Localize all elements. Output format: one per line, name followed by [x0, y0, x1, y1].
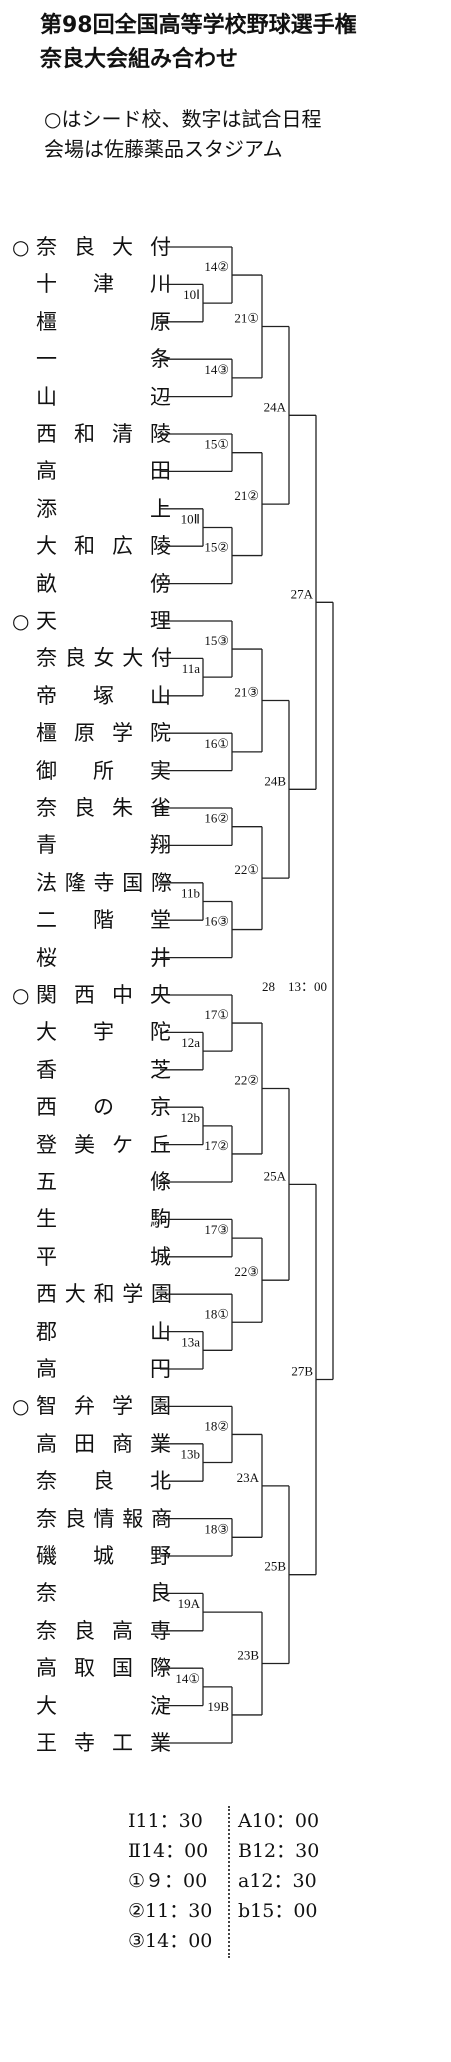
game-label: 27B: [291, 1364, 313, 1379]
team-name: 磯城野: [36, 1544, 171, 1568]
team-row: 十津川: [12, 269, 172, 299]
team-row: 法隆寺国際: [12, 868, 172, 898]
seed-mark: ○: [12, 983, 30, 1007]
game-label: 15②: [204, 540, 229, 555]
game-label: 10Ⅰ: [183, 287, 200, 302]
team-row: ○天理: [12, 606, 172, 636]
team-name: 帝塚山: [36, 683, 171, 708]
game-label: 16③: [204, 914, 229, 929]
game-label: 24A: [264, 399, 287, 414]
game-label: 15③: [204, 633, 229, 648]
team-name: 青翔: [36, 833, 171, 858]
game-label: 11a: [182, 661, 201, 676]
page-title-line2: 奈良大会組み合わせ: [40, 47, 239, 72]
game-label: 18②: [204, 1418, 229, 1433]
team-name: 奈良朱雀: [36, 796, 171, 820]
team-row: 磯城野: [12, 1541, 172, 1571]
legend-item: B12：30: [238, 1840, 320, 1862]
game-label: 17②: [204, 1138, 229, 1153]
legend-item: a12：30: [238, 1870, 317, 1892]
game-label: 11b: [181, 886, 200, 901]
game-label: 14①: [175, 1671, 200, 1686]
legend-divider: [228, 1806, 230, 1958]
team-row: ○奈良大付: [12, 232, 172, 262]
team-row: 西の京: [12, 1092, 172, 1122]
game-label: 24B: [264, 773, 286, 788]
game-label: 19B: [207, 1699, 229, 1714]
team-name: 西の京: [36, 1095, 171, 1120]
game-label: 22①: [234, 862, 259, 877]
game-label: 21③: [234, 684, 259, 699]
game-label: 21②: [234, 488, 259, 503]
team-name: 天理: [36, 609, 171, 633]
page-title-line1: 第98回全国高等学校野球選手権: [40, 13, 357, 38]
team-row: 帝塚山: [12, 681, 172, 711]
team-row: 奈良朱雀: [12, 793, 172, 823]
game-label: 10Ⅱ: [181, 512, 200, 527]
game-label: 27A: [291, 586, 314, 601]
team-row: 西大和学園: [12, 1279, 172, 1309]
seed-mark: ○: [12, 609, 30, 633]
game-label: 14③: [204, 362, 229, 377]
team-name: 大宇陀: [36, 1020, 171, 1045]
seed-mark: ○: [12, 1394, 30, 1419]
game-label: 21①: [234, 310, 259, 325]
game-label: 22②: [234, 1073, 259, 1088]
team-row: 二階堂: [12, 905, 172, 935]
team-name: 奈良女大付: [36, 646, 172, 671]
team-row: ○関西中央: [12, 980, 172, 1010]
game-label: 16②: [204, 811, 229, 826]
legend-item: ②11：30: [128, 1900, 213, 1922]
game-label: 15①: [204, 437, 229, 452]
team-name: 高取国際: [36, 1656, 171, 1681]
legend-item: Ⅱ14：00: [128, 1840, 209, 1862]
game-label: 14②: [204, 259, 229, 274]
note-line1: ○はシード校、数字は試合日程: [44, 107, 322, 131]
game-label: 22③: [234, 1264, 259, 1279]
team-row: 奈良北: [12, 1466, 172, 1496]
game-label: 25A: [264, 1168, 287, 1183]
team-name: 西和清陵: [36, 422, 171, 446]
final-label: 28 13：00: [262, 979, 327, 994]
legend-item: ①９：00: [128, 1870, 208, 1892]
legend-item: b15：00: [238, 1900, 318, 1922]
game-label: 13b: [181, 1447, 201, 1462]
team-name: 十津川: [36, 272, 171, 297]
team-name: 橿原学院: [36, 721, 171, 746]
team-row: 奈良女大付: [12, 643, 172, 673]
game-label: 23A: [237, 1470, 260, 1485]
team-name: 関西中央: [36, 983, 171, 1007]
team-row: 高取国際: [12, 1653, 172, 1683]
team-row: 青翔: [12, 830, 172, 860]
team-name: 西大和学園: [36, 1282, 172, 1307]
game-label: 12b: [181, 1110, 201, 1125]
team-row: 大宇陀: [12, 1017, 172, 1047]
team-name: 法隆寺国際: [36, 870, 172, 895]
team-row: 奈良高専: [12, 1616, 172, 1646]
game-label: 25B: [264, 1559, 286, 1574]
game-label: 19A: [178, 1596, 201, 1611]
seed-mark: ○: [12, 235, 30, 259]
game-label: 17③: [204, 1222, 229, 1237]
legend-item: ③14：00: [128, 1930, 213, 1952]
team-row: 御所実: [12, 756, 172, 786]
team-row: 橿原学院: [12, 718, 172, 748]
team-name: 奈良北: [36, 1469, 171, 1494]
game-label: 17①: [204, 1007, 229, 1022]
legend-item: A10：00: [238, 1810, 320, 1832]
team-row: 西和清陵: [12, 419, 172, 449]
note-line2: 会場は佐藤薬品スタジアム: [44, 137, 283, 161]
game-label: 16①: [204, 736, 229, 751]
team-name: 奈良高専: [36, 1618, 171, 1643]
game-label: 18③: [204, 1521, 229, 1536]
game-label: 12a: [181, 1035, 200, 1050]
team-name: 御所実: [36, 758, 171, 783]
game-label: 18①: [204, 1306, 229, 1321]
team-name: 二階堂: [36, 908, 171, 933]
legend-item: Ⅰ11：30: [128, 1810, 203, 1832]
game-label: 23B: [237, 1648, 259, 1663]
game-label: 13a: [181, 1334, 200, 1349]
